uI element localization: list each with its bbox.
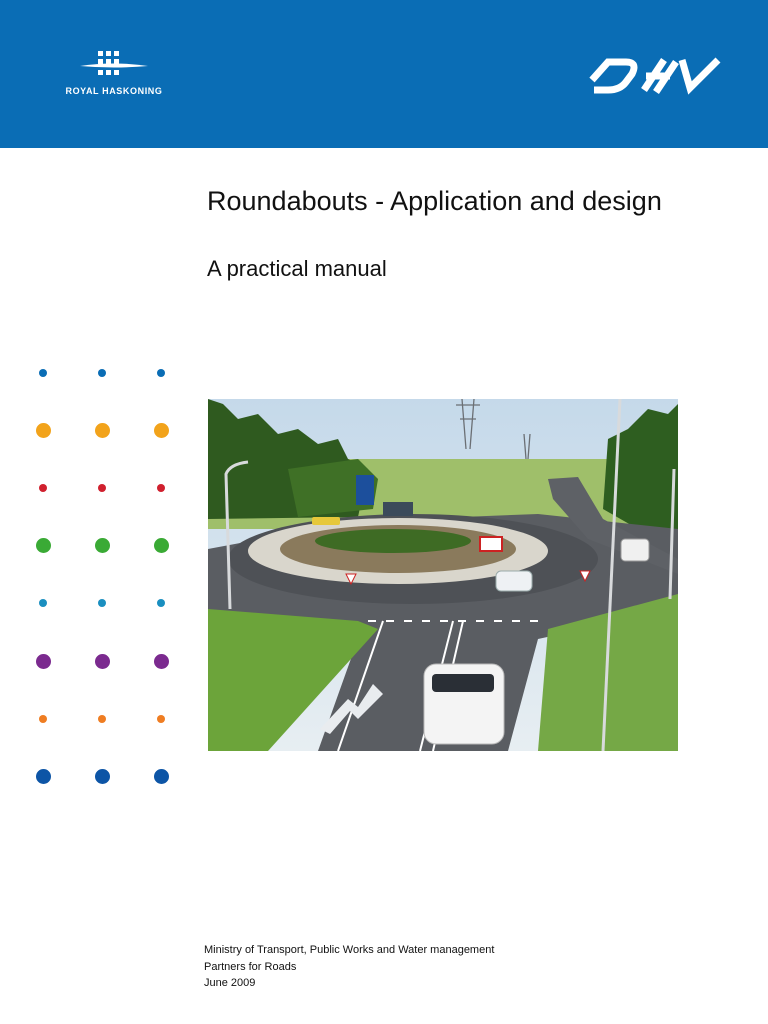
decorative-dot: [157, 599, 165, 608]
royal-haskoning-logo: ROYAL HASKONING: [56, 48, 172, 100]
decorative-dot: [153, 538, 169, 554]
decorative-dot: [39, 714, 47, 723]
decorative-dot: [35, 423, 51, 439]
decorative-dot: [98, 369, 106, 377]
decorative-dot: [35, 768, 51, 784]
footer-credits: Ministry of Transport, Public Works and …: [204, 942, 494, 992]
decorative-dot: [39, 484, 47, 493]
decorative-dot: [94, 538, 110, 554]
roundabout-photo: [208, 399, 678, 751]
royal-haskoning-wordmark: ROYAL HASKONING: [65, 86, 163, 96]
decorative-dot: [98, 714, 106, 723]
page-title: Roundabouts - Application and design: [207, 186, 662, 216]
page-subtitle: A practical manual: [207, 256, 387, 281]
footer-line-partners: Partners for Roads: [204, 960, 297, 973]
decorative-dot: [98, 599, 106, 608]
decorative-dot: [35, 538, 51, 554]
footer-line-date: June 2009: [204, 977, 256, 989]
header-banner: ROYAL HASKONING: [0, 0, 768, 148]
decorative-dot: [153, 653, 169, 669]
decorative-dot: [153, 768, 169, 784]
decorative-dot: [35, 653, 51, 669]
decorative-dot: [98, 484, 106, 493]
decorative-dot: [157, 484, 165, 493]
decorative-dot: [94, 423, 110, 439]
decorative-dot: [153, 423, 169, 439]
footer-line-ministry: Ministry of Transport, Public Works and …: [204, 944, 495, 956]
decorative-dot: [94, 768, 110, 784]
decorative-dot: [157, 369, 165, 377]
decorative-dot: [94, 653, 110, 669]
royal-haskoning-mark-icon: [80, 51, 148, 75]
decorative-dot: [157, 714, 165, 723]
decorative-dot: [39, 599, 47, 608]
decorative-dot-grid: [0, 0, 200, 800]
decorative-dot: [39, 369, 47, 377]
dhv-logo-icon: [589, 57, 721, 95]
